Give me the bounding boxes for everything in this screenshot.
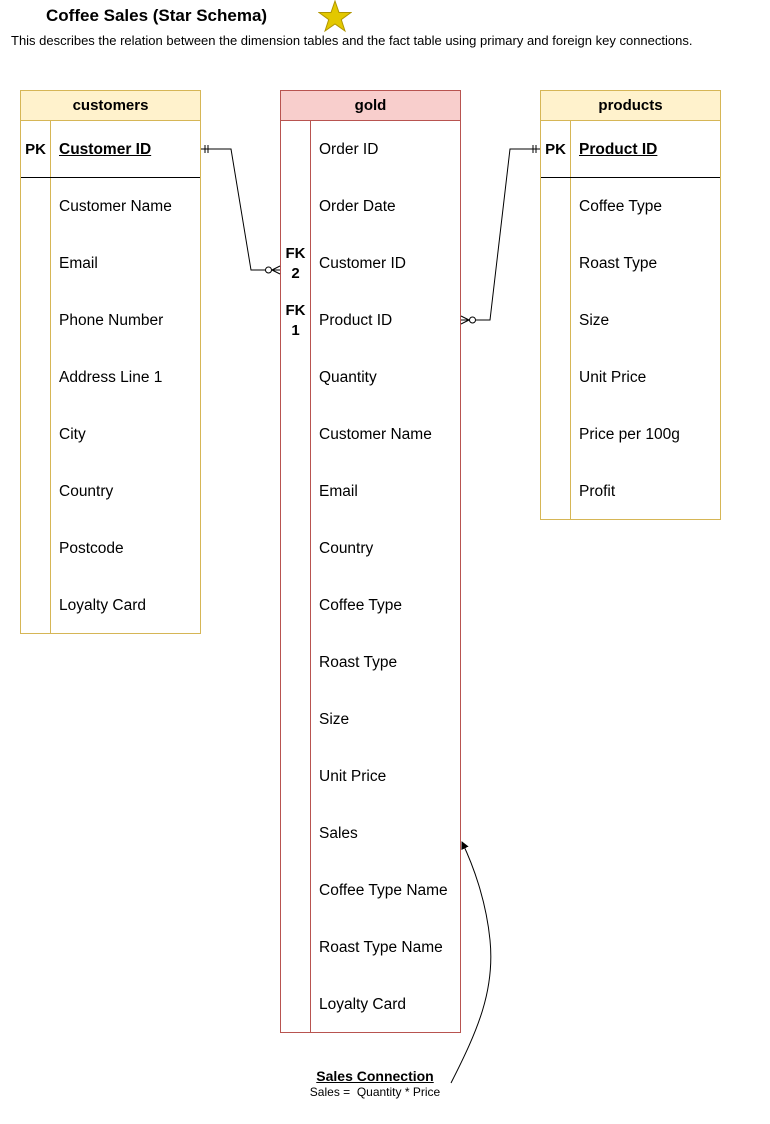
gold-table-header: gold	[281, 91, 460, 121]
table-row[interactable]: Size	[541, 292, 720, 349]
field-label: Order ID	[319, 140, 379, 158]
field-label: Country	[59, 482, 114, 500]
table-row[interactable]: Profit	[541, 463, 720, 520]
products-pk-row[interactable]: PK Product ID	[541, 121, 720, 178]
field-label: Customer Name	[59, 197, 172, 215]
field-label: Coffee Type	[319, 596, 403, 614]
table-row[interactable]: Roast Type Name	[281, 919, 460, 976]
field-label: Unit Price	[579, 368, 647, 386]
primary-key-marker: PK	[545, 140, 566, 158]
table-row[interactable]: Unit Price	[281, 748, 460, 805]
table-row[interactable]: Customer Name	[21, 178, 200, 235]
field-label: Coffee Type	[579, 197, 663, 215]
products-pk-label: Product ID	[579, 140, 658, 158]
customers-pk-label: Customer ID	[59, 140, 152, 158]
table-row[interactable]: Email	[281, 463, 460, 520]
field-label: Coffee Type Name	[319, 881, 448, 899]
field-label: Unit Price	[319, 767, 387, 785]
table-row[interactable]: Postcode	[21, 520, 200, 577]
table-row[interactable]: FK 2 Customer ID	[281, 235, 460, 292]
customers-table-header: customers	[21, 91, 200, 121]
table-row[interactable]: Quantity	[281, 349, 460, 406]
table-row[interactable]: Price per 100g	[541, 406, 720, 463]
table-row[interactable]: Order Date	[281, 178, 460, 235]
field-label: Postcode	[59, 539, 124, 557]
key-column-divider	[570, 121, 571, 519]
table-row[interactable]: Country	[21, 463, 200, 520]
table-row[interactable]: Coffee Type	[281, 577, 460, 634]
field-label: Product ID	[319, 311, 393, 329]
field-label: Roast Type	[319, 653, 398, 671]
primary-key-marker: PK	[25, 140, 46, 158]
field-label: Loyalty Card	[59, 596, 147, 614]
table-row[interactable]: Order ID	[281, 121, 460, 178]
field-label: Profit	[579, 482, 616, 500]
products-table[interactable]: products PK Product ID Coffee Type Roast…	[540, 90, 721, 520]
gold-fact-table[interactable]: gold Order ID Order Date FK 2 Customer ID…	[280, 90, 461, 1033]
diagram-title: Coffee Sales (Star Schema)	[46, 6, 268, 25]
table-row[interactable]: Coffee Type	[541, 178, 720, 235]
field-label: Country	[319, 539, 374, 557]
field-label: Order Date	[319, 197, 396, 215]
table-row[interactable]: Coffee Type Name	[281, 862, 460, 919]
field-label: Loyalty Card	[319, 995, 407, 1013]
field-label: Roast Type Name	[319, 938, 443, 956]
table-row[interactable]: Roast Type	[281, 634, 460, 691]
table-row[interactable]: Email	[21, 235, 200, 292]
table-row[interactable]: Unit Price	[541, 349, 720, 406]
table-row[interactable]: Size	[281, 691, 460, 748]
customers-table[interactable]: customers PK Customer ID Customer Name E…	[20, 90, 201, 634]
field-label: Email	[319, 482, 358, 500]
table-row[interactable]: Address Line 1	[21, 349, 200, 406]
field-label: Email	[59, 254, 98, 272]
field-label: Size	[319, 710, 350, 728]
diagram-description: This describes the relation between the …	[11, 33, 693, 48]
products-table-header: products	[541, 91, 720, 121]
sales-formula: Sales = Quantity * Price	[309, 1085, 441, 1099]
field-label: Size	[579, 311, 610, 329]
table-row[interactable]: Loyalty Card	[21, 577, 200, 634]
star-icon	[318, 0, 352, 33]
key-column-divider	[310, 121, 311, 1032]
product-relationship-line[interactable]	[460, 145, 540, 325]
field-label: Customer Name	[319, 425, 432, 443]
table-row[interactable]: Phone Number	[21, 292, 200, 349]
sales-connection-title: Sales Connection	[316, 1068, 434, 1084]
customers-pk-row[interactable]: PK Customer ID	[21, 121, 200, 178]
table-row[interactable]: Country	[281, 520, 460, 577]
table-row[interactable]: Customer Name	[281, 406, 460, 463]
field-label: Price per 100g	[579, 425, 680, 443]
table-row[interactable]: FK 1 Product ID	[281, 292, 460, 349]
customer-relationship-line[interactable]	[201, 145, 281, 275]
field-label: Sales	[319, 824, 358, 842]
field-label: Roast Type	[579, 254, 658, 272]
sales-connection-arrow	[450, 841, 492, 1084]
key-column-divider	[50, 121, 51, 633]
table-row[interactable]: Sales	[281, 805, 460, 862]
table-row[interactable]: City	[21, 406, 200, 463]
field-label: Address Line 1	[59, 368, 163, 386]
field-label: City	[59, 425, 86, 443]
foreign-key-marker: FK 1	[285, 301, 306, 339]
field-label: Phone Number	[59, 311, 164, 329]
table-row[interactable]: Roast Type	[541, 235, 720, 292]
field-label: Quantity	[319, 368, 377, 386]
foreign-key-marker: FK 2	[285, 244, 306, 282]
field-label: Customer ID	[319, 254, 406, 272]
table-row[interactable]: Loyalty Card	[281, 976, 460, 1033]
